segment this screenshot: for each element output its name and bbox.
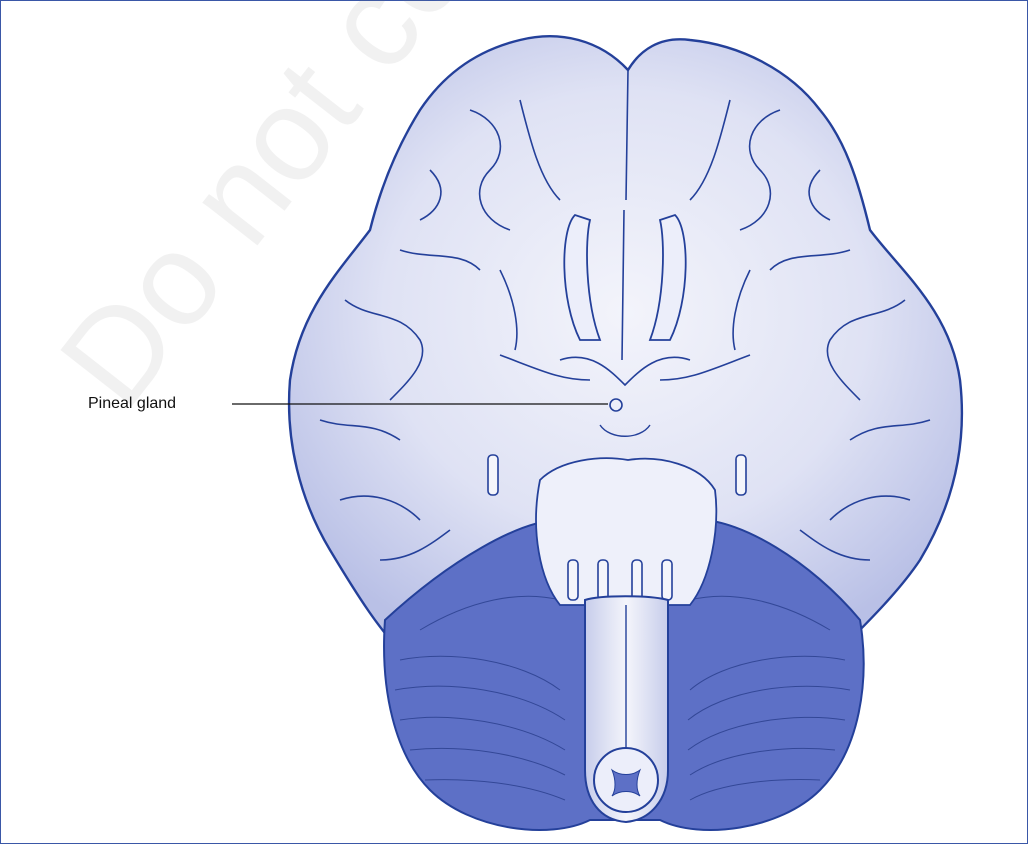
pons: [536, 458, 716, 605]
pineal-gland-marker: [610, 399, 622, 411]
pineal-gland-label: Pineal gland: [88, 394, 176, 414]
